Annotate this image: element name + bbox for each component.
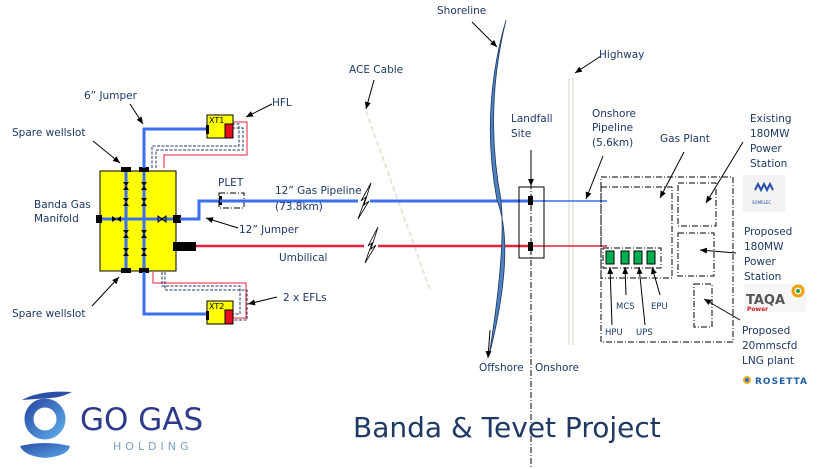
label-existing-3: Power xyxy=(750,143,782,155)
label-spare-wellslot-bottom: Spare wellslot xyxy=(12,308,85,320)
go-gas-logo: GO GAS HOLDING xyxy=(20,391,203,458)
label-offshore: Offshore xyxy=(479,362,524,374)
label-shoreline: Shoreline xyxy=(437,5,486,17)
label-ups: UPS xyxy=(636,328,653,338)
lng-plant xyxy=(693,283,713,328)
svg-text:TAQA: TAQA xyxy=(746,293,785,308)
highway-lines xyxy=(568,78,574,345)
rosetta-logo: ROSETTA xyxy=(743,376,808,387)
svg-text:Power: Power xyxy=(747,306,768,313)
label-6in-jumper: 6” Jumper xyxy=(84,90,138,102)
taqa-logo: TAQA Power xyxy=(744,284,806,313)
xt2-tree: XT2 xyxy=(206,300,234,325)
label-umbilical: Umbilical xyxy=(279,252,327,264)
label-landfall-2: Site xyxy=(511,128,531,140)
jumper-6-top xyxy=(142,127,208,168)
label-existing-4: Station xyxy=(750,158,787,170)
label-existing-1: Existing xyxy=(750,113,792,125)
proposed-power-station xyxy=(677,232,715,277)
label-pipeline-2: (73.8km) xyxy=(275,201,323,213)
jumper-12 xyxy=(180,199,220,221)
label-proposed-3: Power xyxy=(744,256,776,268)
svg-text:XT2: XT2 xyxy=(209,302,224,311)
page-title: Banda & Tevet Project xyxy=(353,411,661,444)
svg-text:GO GAS: GO GAS xyxy=(80,402,203,438)
plet xyxy=(218,192,245,209)
label-onshore: Onshore xyxy=(535,362,579,374)
shoreline xyxy=(488,19,507,357)
somelec-logo: SOMELEC xyxy=(743,175,785,212)
ups-module xyxy=(633,250,643,265)
label-ace-cable: ACE Cable xyxy=(349,64,403,76)
label-existing-2: 180MW xyxy=(750,128,790,140)
label-mcs: MCS xyxy=(616,302,635,312)
epu-module xyxy=(646,250,656,265)
xt1-tree: XT1 xyxy=(206,114,234,139)
label-lng-3: LNG plant xyxy=(742,355,794,367)
break-icon xyxy=(357,182,379,264)
label-gas-plant: Gas Plant xyxy=(660,133,710,145)
flowlines-bottom xyxy=(152,272,248,321)
label-lng-2: 20mmscfd xyxy=(742,340,797,352)
label-onshore-pipeline-1: Onshore xyxy=(592,108,636,120)
label-proposed-4: Station xyxy=(744,271,781,283)
label-landfall-1: Landfall xyxy=(511,113,553,125)
label-epu: EPU xyxy=(651,302,668,312)
label-12in-jumper: 12” Jumper xyxy=(239,224,299,236)
mcs-module xyxy=(620,250,630,265)
valve-icons xyxy=(112,182,167,256)
label-manifold-1: Banda Gas xyxy=(34,199,91,211)
svg-text:SOMELEC: SOMELEC xyxy=(752,200,771,205)
svg-text:HOLDING: HOLDING xyxy=(113,440,193,453)
label-hfl: HFL xyxy=(272,97,292,109)
plant-site-boundary xyxy=(600,176,734,343)
label-highway: Highway xyxy=(599,49,644,61)
gas-plant xyxy=(600,186,673,279)
flowlines-top xyxy=(151,121,248,168)
label-efls: 2 x EFLs xyxy=(283,292,327,304)
landfall-site xyxy=(518,186,545,259)
hpu-module xyxy=(605,250,615,265)
label-proposed-1: Proposed xyxy=(744,226,792,238)
equipment-modules xyxy=(605,250,656,265)
control-skids-group xyxy=(602,247,662,269)
svg-text:XT1: XT1 xyxy=(209,116,224,125)
manifold-connectors xyxy=(96,167,196,273)
label-hpu: HPU xyxy=(605,328,623,338)
label-plet: PLET xyxy=(218,177,244,189)
svg-text:ROSETTA: ROSETTA xyxy=(755,377,808,387)
umbilical-termination xyxy=(173,242,196,251)
label-spare-wellslot-top: Spare wellslot xyxy=(12,127,85,139)
label-pipeline-1: 12” Gas Pipeline xyxy=(275,185,362,197)
label-onshore-pipeline-3: (5.6km) xyxy=(592,137,633,149)
existing-power-station xyxy=(677,182,717,227)
label-manifold-2: Manifold xyxy=(34,213,79,225)
label-proposed-2: 180MW xyxy=(744,241,784,253)
label-onshore-pipeline-2: Pipeline xyxy=(592,122,633,134)
leader-arrows xyxy=(91,21,744,359)
jumper-6-bottom xyxy=(142,272,208,316)
label-lng-1: Proposed xyxy=(742,325,790,337)
